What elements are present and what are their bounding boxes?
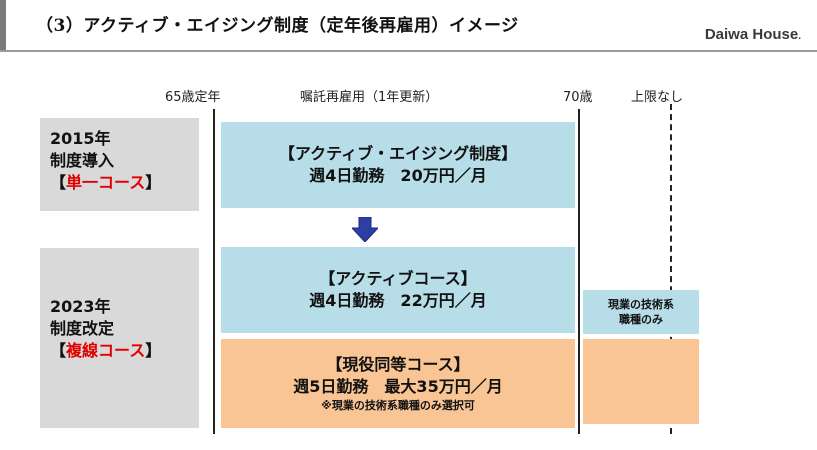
era-2023-box: 2023年 制度改定 【複線コース】 [40,248,199,428]
extended-genyaku-box [583,339,699,424]
era-action: 制度導入 [50,151,115,170]
course-terms: 週4日勤務 20万円／月 [309,166,487,185]
genyaku-course-box: 【現役同等コース】 週5日勤務 最大35万円／月 ※現業の技術系職種のみ選択可 [221,339,575,428]
era-year: 2015年 [50,129,111,148]
bracket-close: 】 [145,173,162,192]
technical-only-note-box: 現業の技術系 職種のみ [583,290,699,334]
era-course: 【単一コース】 [50,172,199,194]
age-65-line [213,109,215,434]
active-course-box: 【アクティブコース】 週4日勤務 22万円／月 [221,247,575,333]
era-course: 【複線コース】 [50,340,199,362]
title-bar: （3）アクティブ・エイジング制度（定年後再雇用）イメージ Daiwa House… [0,0,817,52]
brand-name: Daiwa House [704,26,799,43]
course-name: 【現役同等コース】 [326,354,470,374]
era-course-type: 単一コース [66,173,146,192]
axis-label-70: 70歳 [563,90,593,105]
brand-dot: . [798,31,801,42]
side-note-line2: 職種のみ [619,313,663,326]
side-note-line1: 現業の技術系 [608,298,674,311]
age-70-line [578,109,580,434]
bracket-open: 【 [50,341,67,360]
bracket-close: 】 [145,341,162,360]
no-limit-dashed-line [670,104,672,434]
course-terms: 週5日勤務 最大35万円／月 [293,376,503,396]
course-terms: 週4日勤務 22万円／月 [309,291,487,310]
axis-label-reemployment: 嘱託再雇用（1年更新） [300,90,439,105]
bracket-open: 【 [50,173,67,192]
course-name: 【アクティブコース】 [319,269,477,288]
era-2015-box: 2015年 制度導入 【単一コース】 [40,118,199,211]
era-course-type: 複線コース [66,341,146,360]
page-title: （3）アクティブ・エイジング制度（定年後再雇用）イメージ [36,16,519,36]
course-name: 【アクティブ・エイジング制度】 [278,144,518,163]
axis-label-65: 65歳定年 [165,90,221,105]
era-year: 2023年 [50,297,111,316]
axis-label-no-limit: 上限なし [631,90,684,105]
brand-logo: Daiwa House. [705,26,801,43]
course-note: ※現業の技術系職種のみ選択可 [321,398,475,412]
down-arrow-icon [352,217,378,242]
era-action: 制度改定 [50,319,115,338]
active-aging-course-box: 【アクティブ・エイジング制度】 週4日勤務 20万円／月 [221,122,575,208]
